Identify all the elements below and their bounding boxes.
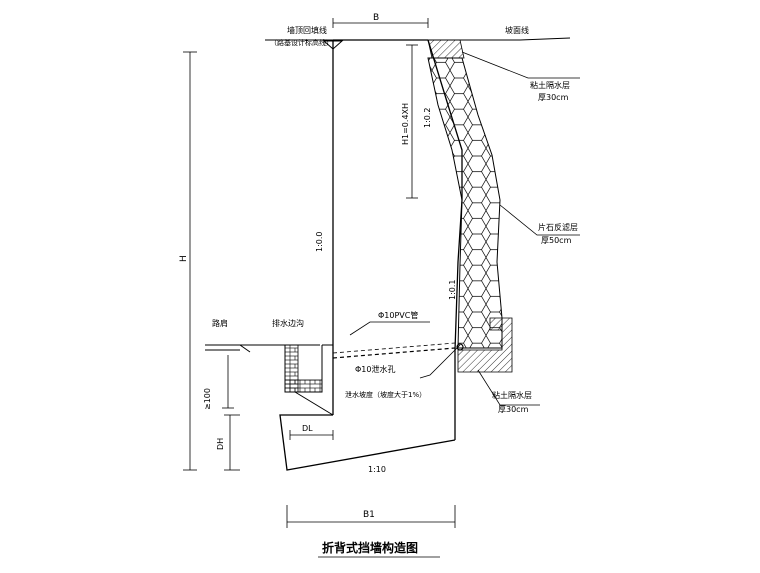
dim-top-width: B [373,13,379,23]
label-road-shoulder: 路肩 [212,318,228,328]
dimension-lines [183,18,456,528]
clay-layer-bottom [457,317,513,373]
dim-base-width: B1 [363,510,375,520]
label-gravel-filter: 片石反滤层 [538,222,578,232]
dim-upper-back-slope: 1:0.2 [423,107,432,128]
clay-layer-top [427,39,465,59]
dim-lower-back-slope: 1:0.1 [448,279,457,300]
label-drain-slope: 泄水坡度（坡度大于1%） [345,390,426,399]
dim-toe-width: DL [302,424,313,433]
wall-body [279,39,463,471]
label-pvc-pipe: Φ10PVC管 [378,310,418,320]
label-clay-bottom: 粘土隔水层 [492,390,532,400]
dim-embed-depth: ≥100 [203,388,212,410]
label-side-ditch: 排水边沟 [272,318,304,328]
label-clay-top-thk: 厚30cm [538,93,569,102]
dim-front-slope: 1:0.0 [315,231,324,252]
label-gravel-filter-thk: 厚50cm [541,236,572,245]
label-clay-bottom-thk: 厚30cm [498,405,529,414]
dim-base-slope: 1:10 [368,465,386,474]
label-clay-top: 粘土隔水层 [530,80,570,90]
drain-pipe [332,342,464,359]
leader-lines [349,51,580,406]
gravel-filter-layer [427,57,503,349]
label-drain-hole: Φ10泄水孔 [355,364,395,374]
drawing-title: 折背式挡墙构造图 [322,540,418,555]
dim-upper-height: H1=0.4XH [401,103,410,145]
ditch-brick-lining-bottom [284,379,323,393]
dim-toe-height: DH [216,438,225,450]
label-backfill-top-note: （路基设计标高线） [270,38,333,47]
labels: 墙顶回填线 （路基设计标高线） 坡面线 粘土隔水层 厚30cm 片石反滤层 厚5… [179,13,578,558]
label-backfill-top: 墙顶回填线 [287,25,327,35]
dim-height: H [179,255,189,262]
label-slope-line: 坡面线 [505,25,529,35]
